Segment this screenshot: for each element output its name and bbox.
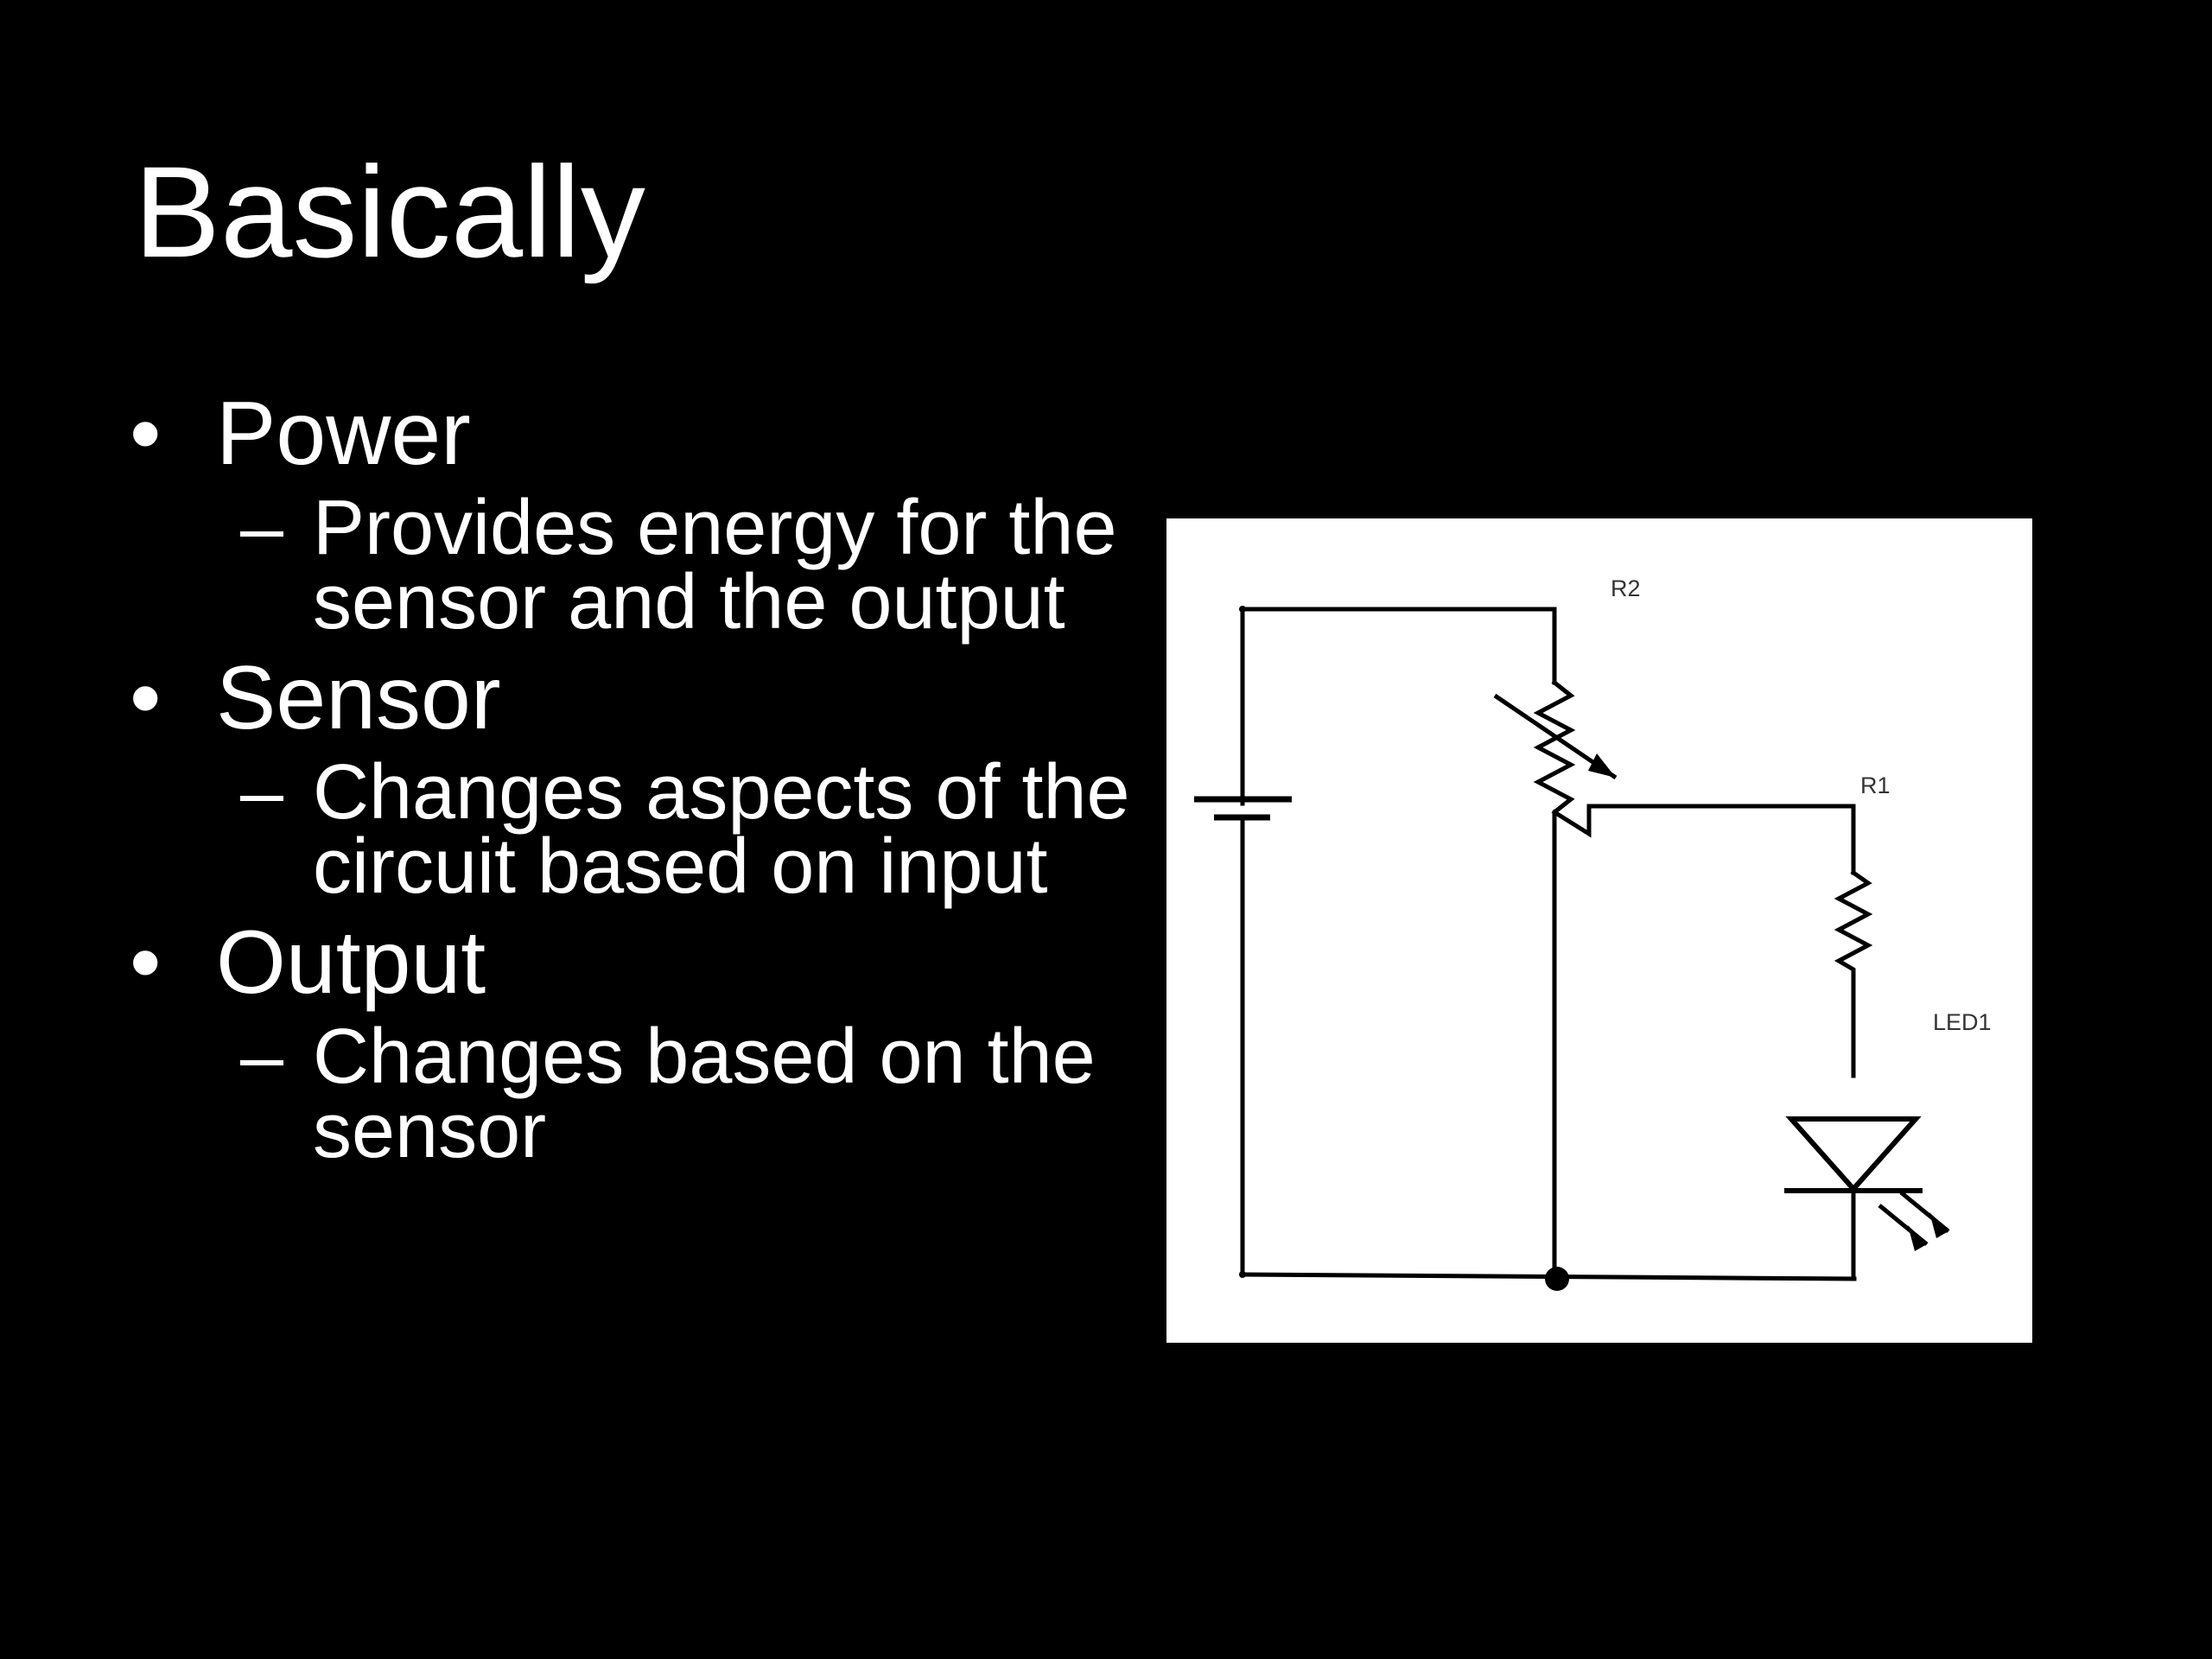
bullet-list: • Power – Provides energy for the sensor… [130, 380, 1149, 1173]
sub-bullet-text: Changes based on the sensor [313, 1014, 1096, 1174]
bullet-marker: • [130, 648, 162, 748]
sub-bullet-sensor: – Changes aspects of the circuit based o… [130, 749, 1149, 906]
label-led1: LED1 [1933, 1009, 1992, 1035]
wire-top [1240, 607, 1557, 685]
sub-bullet-text: Provides energy for the sensor and the o… [313, 485, 1117, 645]
bullet-text: Power [216, 384, 471, 484]
led-arrow-1-head [1908, 1225, 1927, 1251]
r1-resistor [1834, 869, 1873, 1078]
circuit-diagram: R2 R1 LED1 [1166, 518, 2032, 1343]
junction-dot [1545, 1267, 1569, 1291]
bullet-output: • Output [130, 909, 1149, 1016]
sub-bullet-output: – Changes based on the sensor [130, 1014, 1149, 1170]
slide-title: Basically [134, 139, 645, 284]
corner-dot [1239, 1271, 1246, 1278]
led-arrow-2-head [1929, 1212, 1948, 1238]
bullet-power: • Power [130, 380, 1149, 487]
wire-r2-r1 [1551, 804, 1856, 875]
bullet-sensor: • Sensor [130, 645, 1149, 752]
bullet-text: Output [216, 912, 486, 1013]
bullet-marker: • [130, 912, 162, 1013]
r2-resistor [1533, 679, 1576, 845]
bullet-marker: • [130, 384, 162, 484]
bullet-text: Sensor [216, 648, 501, 748]
label-r2: R2 [1611, 575, 1641, 601]
circuit-svg: R2 R1 LED1 [1194, 575, 1992, 1291]
label-r1: R1 [1860, 772, 1891, 798]
sub-bullet-marker: – [240, 1014, 284, 1100]
led-triangle [1785, 1116, 1922, 1193]
sub-bullet-power: – Provides energy for the sensor and the… [130, 485, 1149, 641]
sub-bullet-marker: – [240, 749, 284, 836]
corner-dot [1239, 606, 1246, 613]
sub-bullet-marker: – [240, 485, 284, 571]
sub-bullet-text: Changes aspects of the circuit based on … [313, 749, 1130, 910]
r2-arrow-head [1588, 753, 1616, 778]
